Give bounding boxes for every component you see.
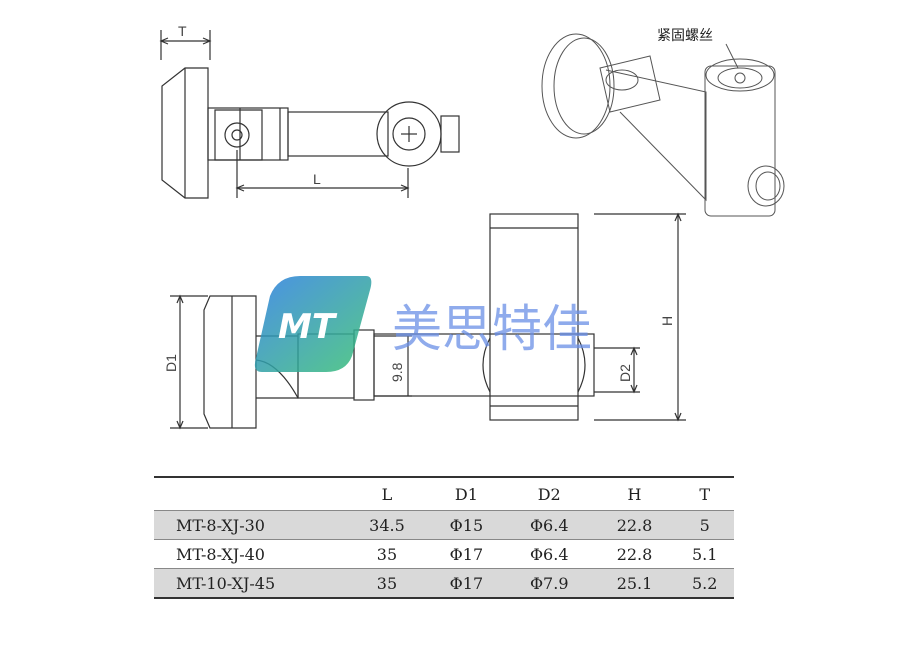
cell-t: 5.1 [692, 544, 718, 564]
cell-d2: Φ6.4 [529, 515, 569, 535]
cell-l: 35 [376, 544, 398, 564]
table-row: MT-8-XJ-40 35 Φ17 Φ6.4 22.8 5.1 [154, 539, 734, 569]
brand-logo-text: MT [278, 307, 338, 347]
cell-t: 5.2 [692, 573, 718, 593]
header-t: T [699, 484, 711, 504]
cell-d2: Φ7.9 [529, 573, 569, 593]
brand-watermark: MT 美思特佳 [254, 276, 592, 372]
cell-d2: Φ6.4 [529, 544, 569, 564]
front-view-drawing [170, 212, 686, 430]
cell-h: 25.1 [616, 573, 653, 593]
top-view-drawing [159, 30, 460, 199]
dim-label-d2: D2 [617, 364, 633, 382]
brand-logo-icon [254, 276, 372, 372]
table-row: MT-10-XJ-45 35 Φ17 Φ7.9 25.1 5.2 [154, 568, 734, 598]
brand-name-watermark: 美思特佳 [392, 300, 592, 358]
header-d2: D2 [537, 484, 561, 504]
cell-model: MT-8-XJ-30 [176, 515, 265, 535]
dim-label-l: L [313, 171, 321, 187]
dim-label-t: T [178, 23, 187, 39]
set-screw-callout: 紧固螺丝 [657, 28, 713, 44]
cell-model: MT-10-XJ-45 [176, 573, 276, 593]
cell-t: 5 [699, 515, 710, 535]
cell-h: 22.8 [616, 515, 653, 535]
table-header-row: L D1 D2 H T [154, 477, 734, 511]
cell-d1: Φ17 [449, 544, 484, 564]
spec-table: L D1 D2 H T MT-8-XJ-30 34.5 Φ15 Φ6.4 22.… [154, 476, 734, 599]
cell-h: 22.8 [616, 544, 653, 564]
cell-model: MT-8-XJ-40 [176, 544, 265, 564]
cell-d1: Φ17 [449, 573, 484, 593]
dim-label-inner: 9.8 [389, 362, 405, 382]
header-l: L [381, 484, 393, 504]
dim-label-d1: D1 [163, 354, 179, 372]
dim-label-h: H [659, 316, 675, 326]
technical-drawing: T L D1 9.8 D2 H 紧固螺丝 MT 美思特佳 [159, 23, 785, 430]
table-row: MT-8-XJ-30 34.5 Φ15 Φ6.4 22.8 5 [154, 510, 734, 540]
cell-l: 34.5 [369, 515, 405, 535]
header-d1: D1 [454, 484, 478, 504]
cell-l: 35 [376, 573, 398, 593]
isometric-view-drawing [541, 33, 785, 217]
header-h: H [627, 484, 642, 504]
header-model [154, 477, 346, 511]
cell-d1: Φ15 [449, 515, 484, 535]
